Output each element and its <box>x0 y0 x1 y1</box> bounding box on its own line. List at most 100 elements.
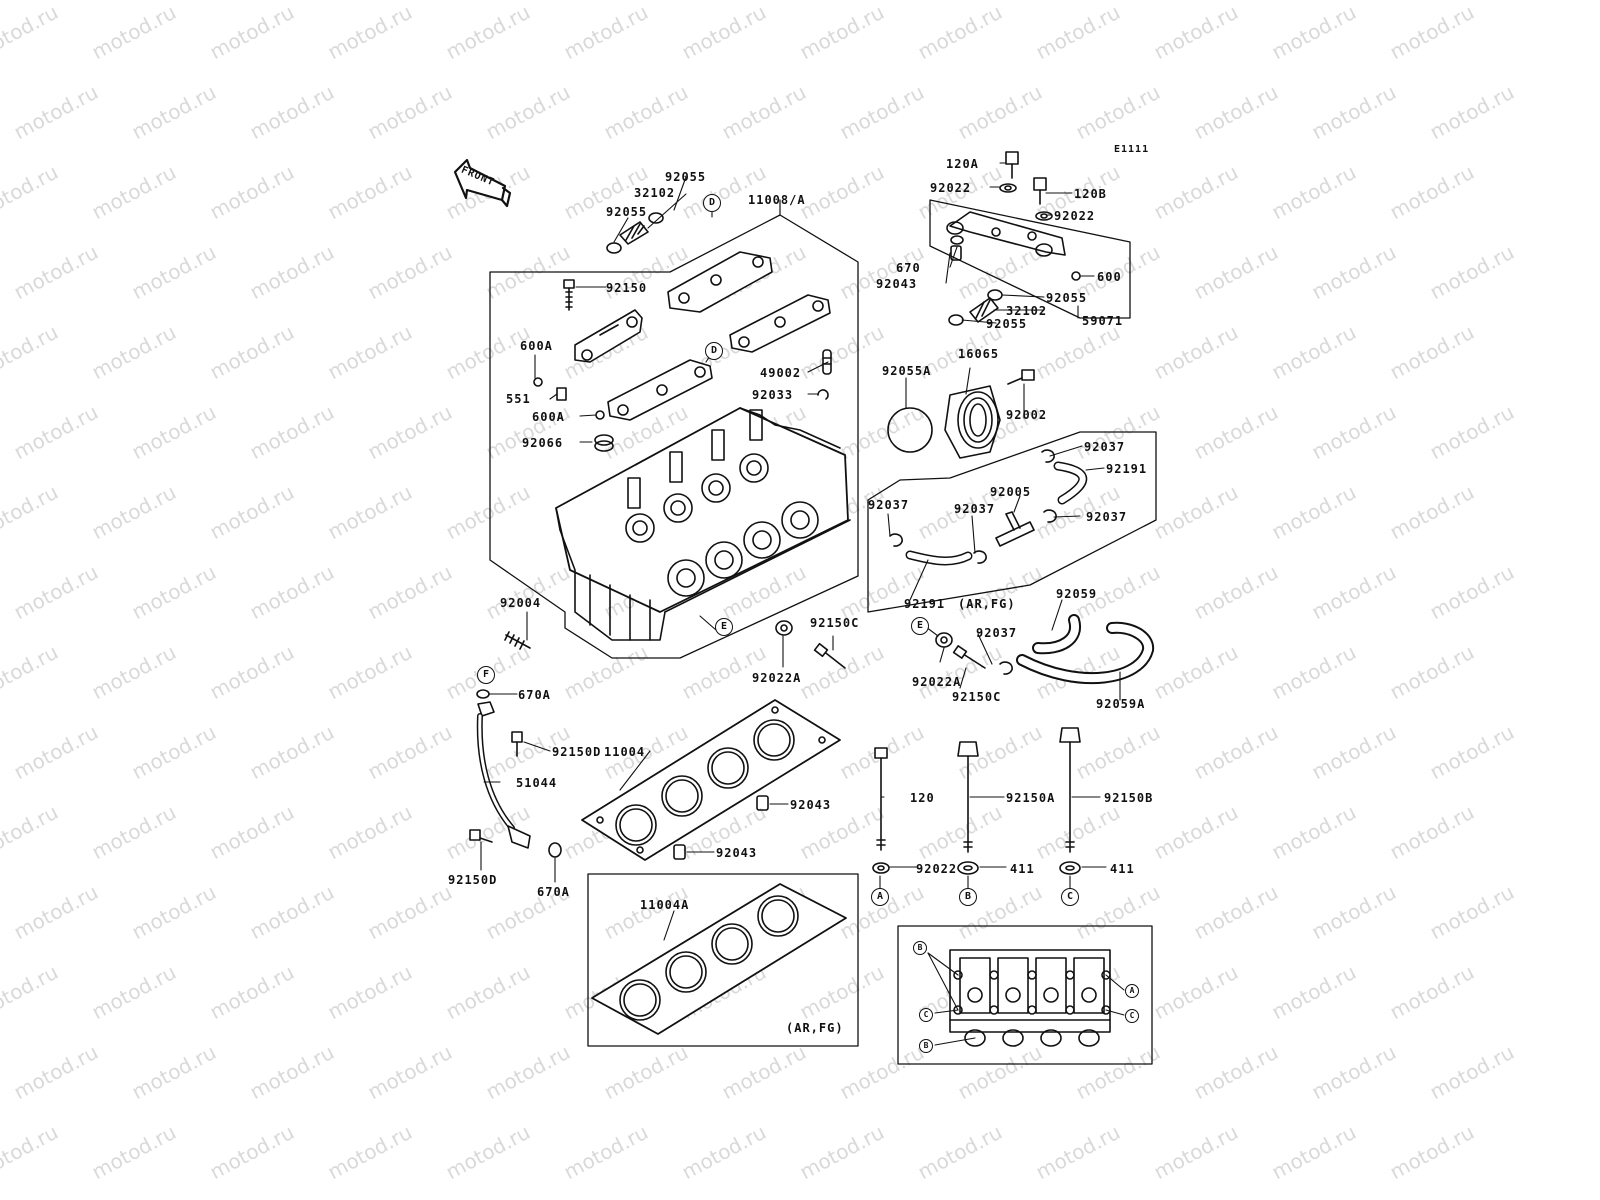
o-ring-92055-r1 <box>987 289 1003 301</box>
dowel-pin-600A-a <box>533 377 543 387</box>
o-ring-92055-a <box>606 242 622 254</box>
label-92002: 92002 <box>1006 408 1048 422</box>
clamp-92037-d <box>973 550 987 564</box>
dowel-92043-b <box>673 844 686 860</box>
label-92033: 92033 <box>752 388 794 402</box>
label-92150: 92150 <box>606 281 648 295</box>
label-670A-top: 670A <box>518 688 551 702</box>
label-92055-top: 92055 <box>665 170 707 184</box>
label-92022-top: 92022 <box>930 181 972 195</box>
oil-pipe-32102-right <box>969 297 999 323</box>
ref-plan-B-bottom: B <box>919 1039 933 1053</box>
label-92055A: 92055A <box>882 364 932 378</box>
gasket-AR-FG-frame <box>587 873 859 1047</box>
label-92043-b: 92043 <box>716 846 758 860</box>
ref-A: A <box>871 888 889 906</box>
ref-D-mid: D <box>705 342 723 360</box>
label-92150B: 92150B <box>1104 791 1154 805</box>
washer-92022-bottom <box>872 862 890 874</box>
label-49002: 49002 <box>760 366 802 380</box>
hose-92191-b <box>905 550 973 566</box>
camshaft-cap-3 <box>607 359 713 421</box>
ref-plan-C-left: C <box>919 1008 933 1022</box>
label-92055-r1: 92055 <box>1046 291 1088 305</box>
hose-AR-FG-frame <box>867 431 1157 613</box>
washer-411-a <box>957 861 979 875</box>
oil-pipe-32102-top <box>619 221 649 245</box>
label-92004: 92004 <box>500 596 542 610</box>
label-120B: 120B <box>1074 187 1107 201</box>
stud-92004 <box>504 631 531 650</box>
label-92037-b: 92037 <box>868 498 910 512</box>
label-92191-b: 92191 <box>904 597 946 611</box>
label-92037-d: 92037 <box>1086 510 1128 524</box>
oil-hose-51044 <box>476 701 531 849</box>
ref-plan-A: A <box>1125 984 1139 998</box>
label-551: 551 <box>506 392 531 406</box>
label-92059A: 92059A <box>1096 697 1146 711</box>
o-ring-92055-r2 <box>948 314 964 326</box>
label-92043-a: 92043 <box>790 798 832 812</box>
dowel-92043-top <box>950 245 962 261</box>
label-92022-mid: 92022 <box>1054 209 1096 223</box>
seal-92066 <box>594 434 614 452</box>
o-ring-92055-b <box>648 212 664 224</box>
clamp-92037-c <box>889 533 903 547</box>
label-92022A-right: 92022A <box>912 675 962 689</box>
label-92066: 92066 <box>522 436 564 450</box>
label-92150D-mid: 92150D <box>552 745 602 759</box>
label-92055-topleft: 92055 <box>606 205 648 219</box>
label-670: 670 <box>896 261 921 275</box>
bolt-92150D-bottom <box>469 829 493 843</box>
camshaft-cap-1 <box>574 309 643 363</box>
label-92037-c: 92037 <box>954 502 996 516</box>
ref-F: F <box>477 666 495 684</box>
label-51044: 51044 <box>516 776 558 790</box>
ref-plan-C-right: C <box>1125 1009 1139 1023</box>
label-gasket-AR-FG: (AR,FG) <box>786 1021 844 1035</box>
label-92150D-bottom: 92150D <box>448 873 498 887</box>
ref-B: B <box>959 888 977 906</box>
leader-lines <box>480 162 1125 1046</box>
hose-92191-a <box>1053 461 1088 505</box>
label-92022A-left: 92022A <box>752 671 802 685</box>
hose-92059 <box>1032 614 1082 655</box>
o-ring-670 <box>950 235 964 245</box>
joint-92005 <box>995 511 1035 547</box>
bolt-92150C-right <box>952 645 986 669</box>
bolt-120 <box>874 747 888 851</box>
label-92043-top: 92043 <box>876 277 918 291</box>
bolt-92002 <box>1007 369 1035 385</box>
housing-16065 <box>944 385 1001 459</box>
label-92022-bottom: 92022 <box>916 862 958 876</box>
dowel-pin-600A-b <box>595 410 605 420</box>
label-92055-r2: 92055 <box>986 317 1028 331</box>
label-hose-AR-FG: (AR,FG) <box>958 597 1016 611</box>
label-411-a: 411 <box>1010 862 1035 876</box>
camshaft-cap-2 <box>667 251 773 313</box>
oil-passage-frame <box>929 199 1131 319</box>
label-670A-bottom: 670A <box>537 885 570 899</box>
head-gasket-11004A <box>591 883 847 1035</box>
label-92037-a: 92037 <box>1084 440 1126 454</box>
label-92059: 92059 <box>1056 587 1098 601</box>
o-ring-670A-bottom <box>548 842 562 858</box>
label-32102-right: 32102 <box>1006 304 1048 318</box>
bolt-92150B <box>1059 727 1081 853</box>
ref-C: C <box>1061 888 1079 906</box>
o-ring-92055A <box>887 407 933 453</box>
washer-92022A-right <box>935 632 953 648</box>
label-16065: 16065 <box>958 347 1000 361</box>
clamp-92037-a <box>1041 449 1055 463</box>
clamp-92037-e <box>999 661 1013 675</box>
bolt-92150A <box>957 741 979 853</box>
bolt-120B <box>1033 177 1047 205</box>
label-120: 120 <box>910 791 935 805</box>
oil-passage-pipe <box>946 211 1066 257</box>
cylinder-head <box>555 407 851 641</box>
label-120A: 120A <box>946 157 979 171</box>
cylinder-head-frame <box>489 214 859 659</box>
label-11004A: 11004A <box>640 898 690 912</box>
label-92191-a: 92191 <box>1106 462 1148 476</box>
label-411-b: 411 <box>1110 862 1135 876</box>
